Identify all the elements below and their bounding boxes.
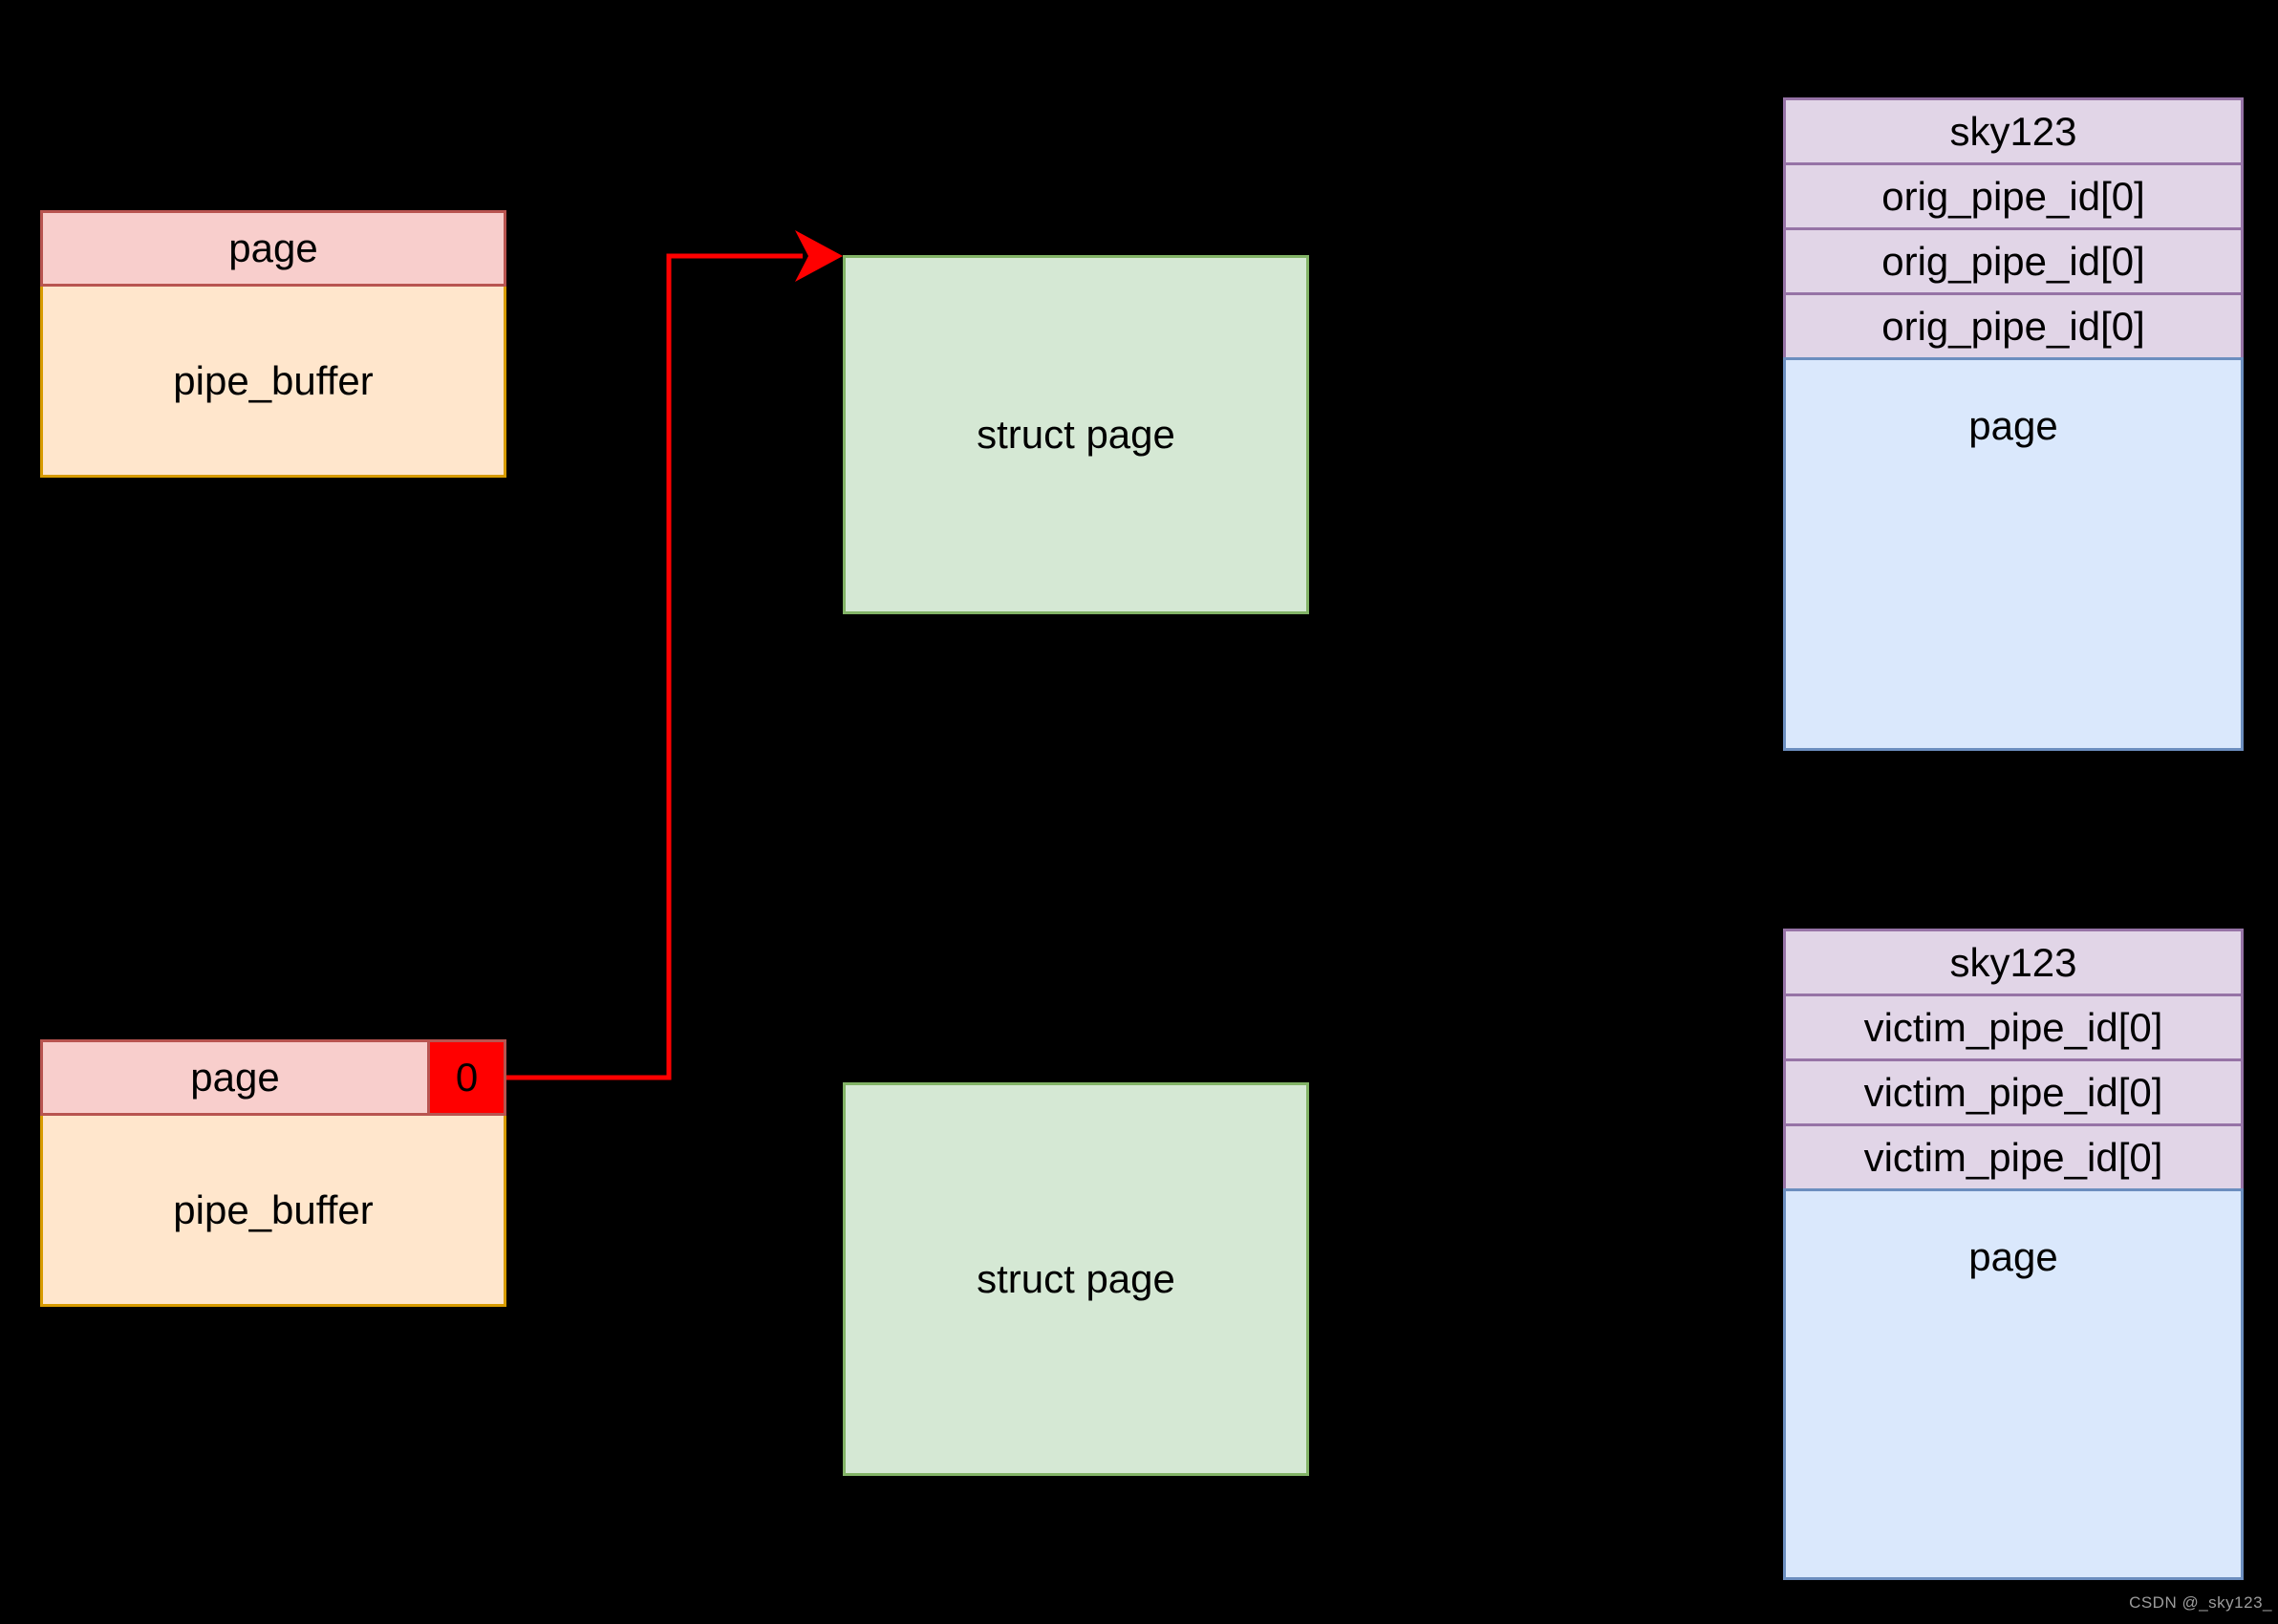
pipe-buffer-box-top: page pipe_buffer xyxy=(40,210,506,478)
orig-pipe-stack: sky123 orig_pipe_id[0] orig_pipe_id[0] o… xyxy=(1783,97,2244,751)
stack-title: sky123 xyxy=(1783,97,2244,165)
stack-row: victim_pipe_id[0] xyxy=(1783,994,2244,1061)
page-header-top: page xyxy=(40,210,506,287)
csdn-watermark: CSDN @_sky123_ xyxy=(2129,1593,2272,1612)
stack-row: orig_pipe_id[0] xyxy=(1783,292,2244,360)
page-memory-box: page xyxy=(1783,357,2244,751)
zero-flag-cell: 0 xyxy=(427,1042,504,1113)
stack-row: orig_pipe_id[0] xyxy=(1783,227,2244,295)
page-memory-label: page xyxy=(1968,1234,2058,1279)
page-memory-label: page xyxy=(1968,403,2058,448)
victim-pipe-stack: sky123 victim_pipe_id[0] victim_pipe_id[… xyxy=(1783,929,2244,1580)
pipe-buffer-box-bottom: page 0 pipe_buffer xyxy=(40,1039,506,1307)
page-memory-box: page xyxy=(1783,1188,2244,1580)
page-header-label: page xyxy=(190,1055,280,1100)
struct-page-box-top: struct page xyxy=(843,255,1309,614)
stack-title: sky123 xyxy=(1783,929,2244,996)
stack-row: orig_pipe_id[0] xyxy=(1783,162,2244,230)
pipe-buffer-body-top: pipe_buffer xyxy=(40,284,506,478)
stack-row: victim_pipe_id[0] xyxy=(1783,1123,2244,1191)
struct-page-box-bottom: struct page xyxy=(843,1082,1309,1476)
page-header-label: page xyxy=(228,225,318,270)
pipe-buffer-body-bottom: pipe_buffer xyxy=(40,1113,506,1307)
page-header-bottom: page 0 xyxy=(40,1039,506,1116)
stack-row: victim_pipe_id[0] xyxy=(1783,1058,2244,1126)
